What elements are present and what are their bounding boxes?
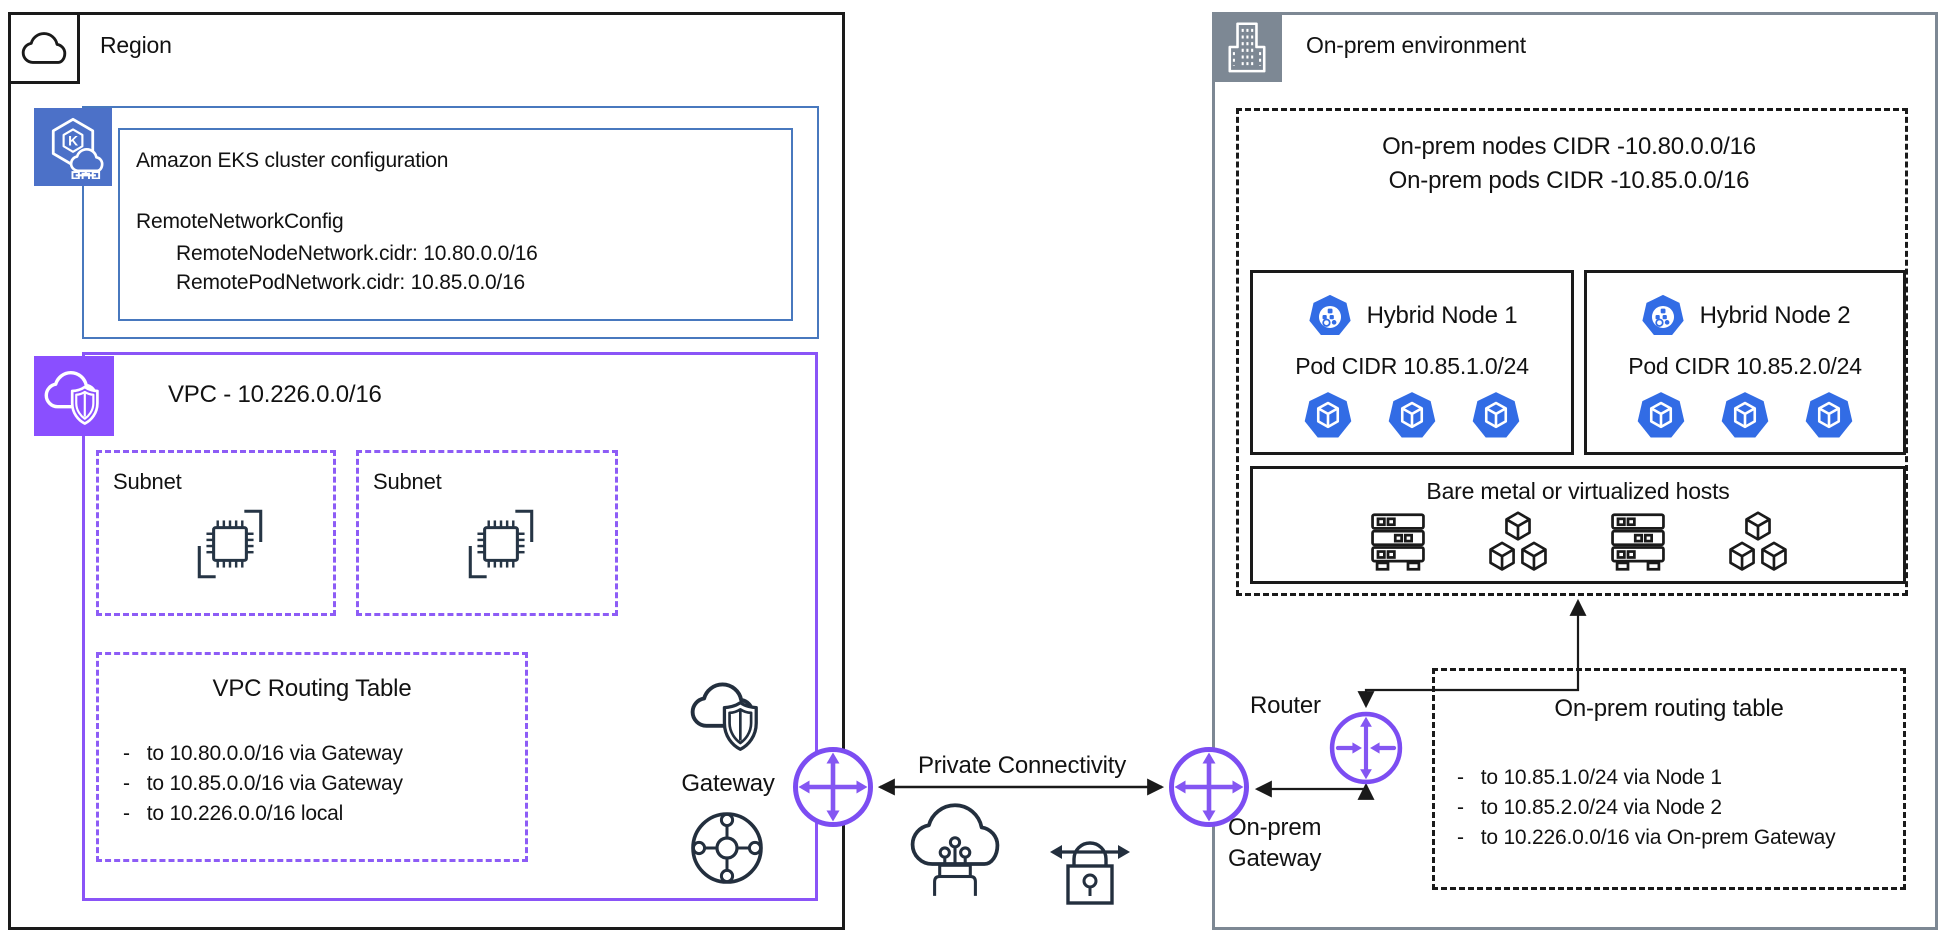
onprem-routing-table-box: On-prem routing table - to 10.85.1.0/24 … [1432, 668, 1906, 890]
bare-metal-hosts-box: Bare metal or virtualized hosts [1250, 466, 1906, 584]
region-group-box [8, 12, 845, 930]
onprem-cidr-line: On-prem pods CIDR -10.85.0.0/16 [1388, 167, 1750, 194]
cubes-cluster-icon [1725, 511, 1791, 573]
vpc-route-item: - to 10.226.0.0/16 local [123, 802, 344, 825]
eks-config-entry: RemoteNodeNetwork.cidr: 10.80.0.0/16 [176, 242, 538, 265]
vpc-routing-table-title: VPC Routing Table [212, 675, 412, 702]
onprem-routes: - to 10.85.1.0/24 via Node 1 - to 10.85.2… [1457, 763, 1836, 853]
instance-chip-icon [458, 501, 544, 587]
subnet-box-2: Subnet [356, 450, 618, 616]
hybrid-node-2-label: Hybrid Node 2 [1699, 302, 1851, 329]
onprem-routing-table-title: On-prem routing table [1554, 695, 1784, 722]
cubes-cluster-icon [1485, 511, 1551, 573]
onprem-gateway-label: On-prem Gateway [1228, 812, 1322, 874]
kubernetes-pod-icon [1386, 390, 1438, 442]
onprem-group-box [1212, 12, 1938, 930]
vpc-icon [34, 356, 114, 436]
onprem-nodes-box [1236, 108, 1908, 596]
subnet-label: Subnet [113, 469, 182, 494]
vpn-lock-icon [1046, 818, 1134, 906]
kubernetes-pod-icon [1635, 390, 1687, 442]
vpc-label: VPC - 10.226.0.0/16 [168, 381, 382, 408]
gateway-label: Gateway [681, 770, 775, 797]
hosts-label: Bare metal or virtualized hosts [1426, 478, 1730, 504]
private-connectivity-label: Private Connectivity [917, 752, 1127, 779]
eks-config-entry: RemotePodNetwork.cidr: 10.85.0.0/16 [176, 271, 526, 294]
server-rack-icon [1365, 512, 1431, 572]
eks-cluster-icon [34, 108, 112, 186]
onprem-gateway-label-line2: Gateway [1228, 845, 1322, 872]
vpc-routes: - to 10.80.0.0/16 via Gateway - to 10.85.… [123, 739, 403, 829]
kubernetes-node-icon [1640, 293, 1686, 339]
instance-chip-icon [187, 501, 273, 587]
hybrid-node-2-box: Hybrid Node 2 Pod CIDR 10.85.2.0/24 [1584, 270, 1906, 455]
server-rack-icon [1605, 512, 1671, 572]
onprem-route-item: - to 10.226.0.0/16 via On-prem Gateway [1457, 826, 1836, 849]
kubernetes-pod-icon [1470, 390, 1522, 442]
onprem-route-item: - to 10.85.2.0/24 via Node 2 [1457, 796, 1722, 819]
eks-config-inner-box [118, 128, 793, 321]
subnet-box-1: Subnet [96, 450, 336, 616]
onprem-route-item: - to 10.85.1.0/24 via Node 1 [1457, 766, 1722, 789]
cloud-shield-icon [687, 676, 767, 756]
onprem-gateway-label-line1: On-prem [1228, 814, 1322, 841]
region-label: Region [100, 32, 172, 58]
vpc-group-box [82, 352, 818, 901]
eks-config-title: Amazon EKS cluster configuration [136, 149, 449, 172]
subnet-label: Subnet [373, 469, 442, 494]
vpc-routing-table-box: VPC Routing Table - to 10.80.0.0/16 via … [96, 652, 528, 862]
hybrid-node-1-label: Hybrid Node 1 [1366, 302, 1518, 329]
pod-cidr-1-label: Pod CIDR 10.85.1.0/24 [1295, 353, 1529, 379]
building-icon [1212, 12, 1282, 82]
vpc-route-item: - to 10.80.0.0/16 via Gateway [123, 742, 403, 765]
region-cloud-icon [8, 12, 80, 84]
direct-connect-cloud-icon [906, 800, 1004, 902]
router-label: Router [1250, 692, 1321, 719]
kubernetes-pod-icon [1719, 390, 1771, 442]
pod-cidr-2-label: Pod CIDR 10.85.2.0/24 [1628, 353, 1862, 379]
kubernetes-pod-icon [1302, 390, 1354, 442]
kubernetes-node-icon [1307, 293, 1353, 339]
onprem-cidr-line: On-prem nodes CIDR -10.80.0.0/16 [1382, 133, 1756, 160]
hybrid-node-1-box: Hybrid Node 1 Pod CIDR 10.85.1.0/24 [1250, 270, 1574, 455]
eks-config-group-box [82, 106, 819, 339]
kubernetes-pod-icon [1803, 390, 1855, 442]
vpc-route-item: - to 10.85.0.0/16 via Gateway [123, 772, 403, 795]
onprem-label: On-prem environment [1306, 32, 1526, 58]
network-hub-icon [687, 808, 767, 888]
eks-config-block-name: RemoteNetworkConfig [136, 210, 344, 233]
